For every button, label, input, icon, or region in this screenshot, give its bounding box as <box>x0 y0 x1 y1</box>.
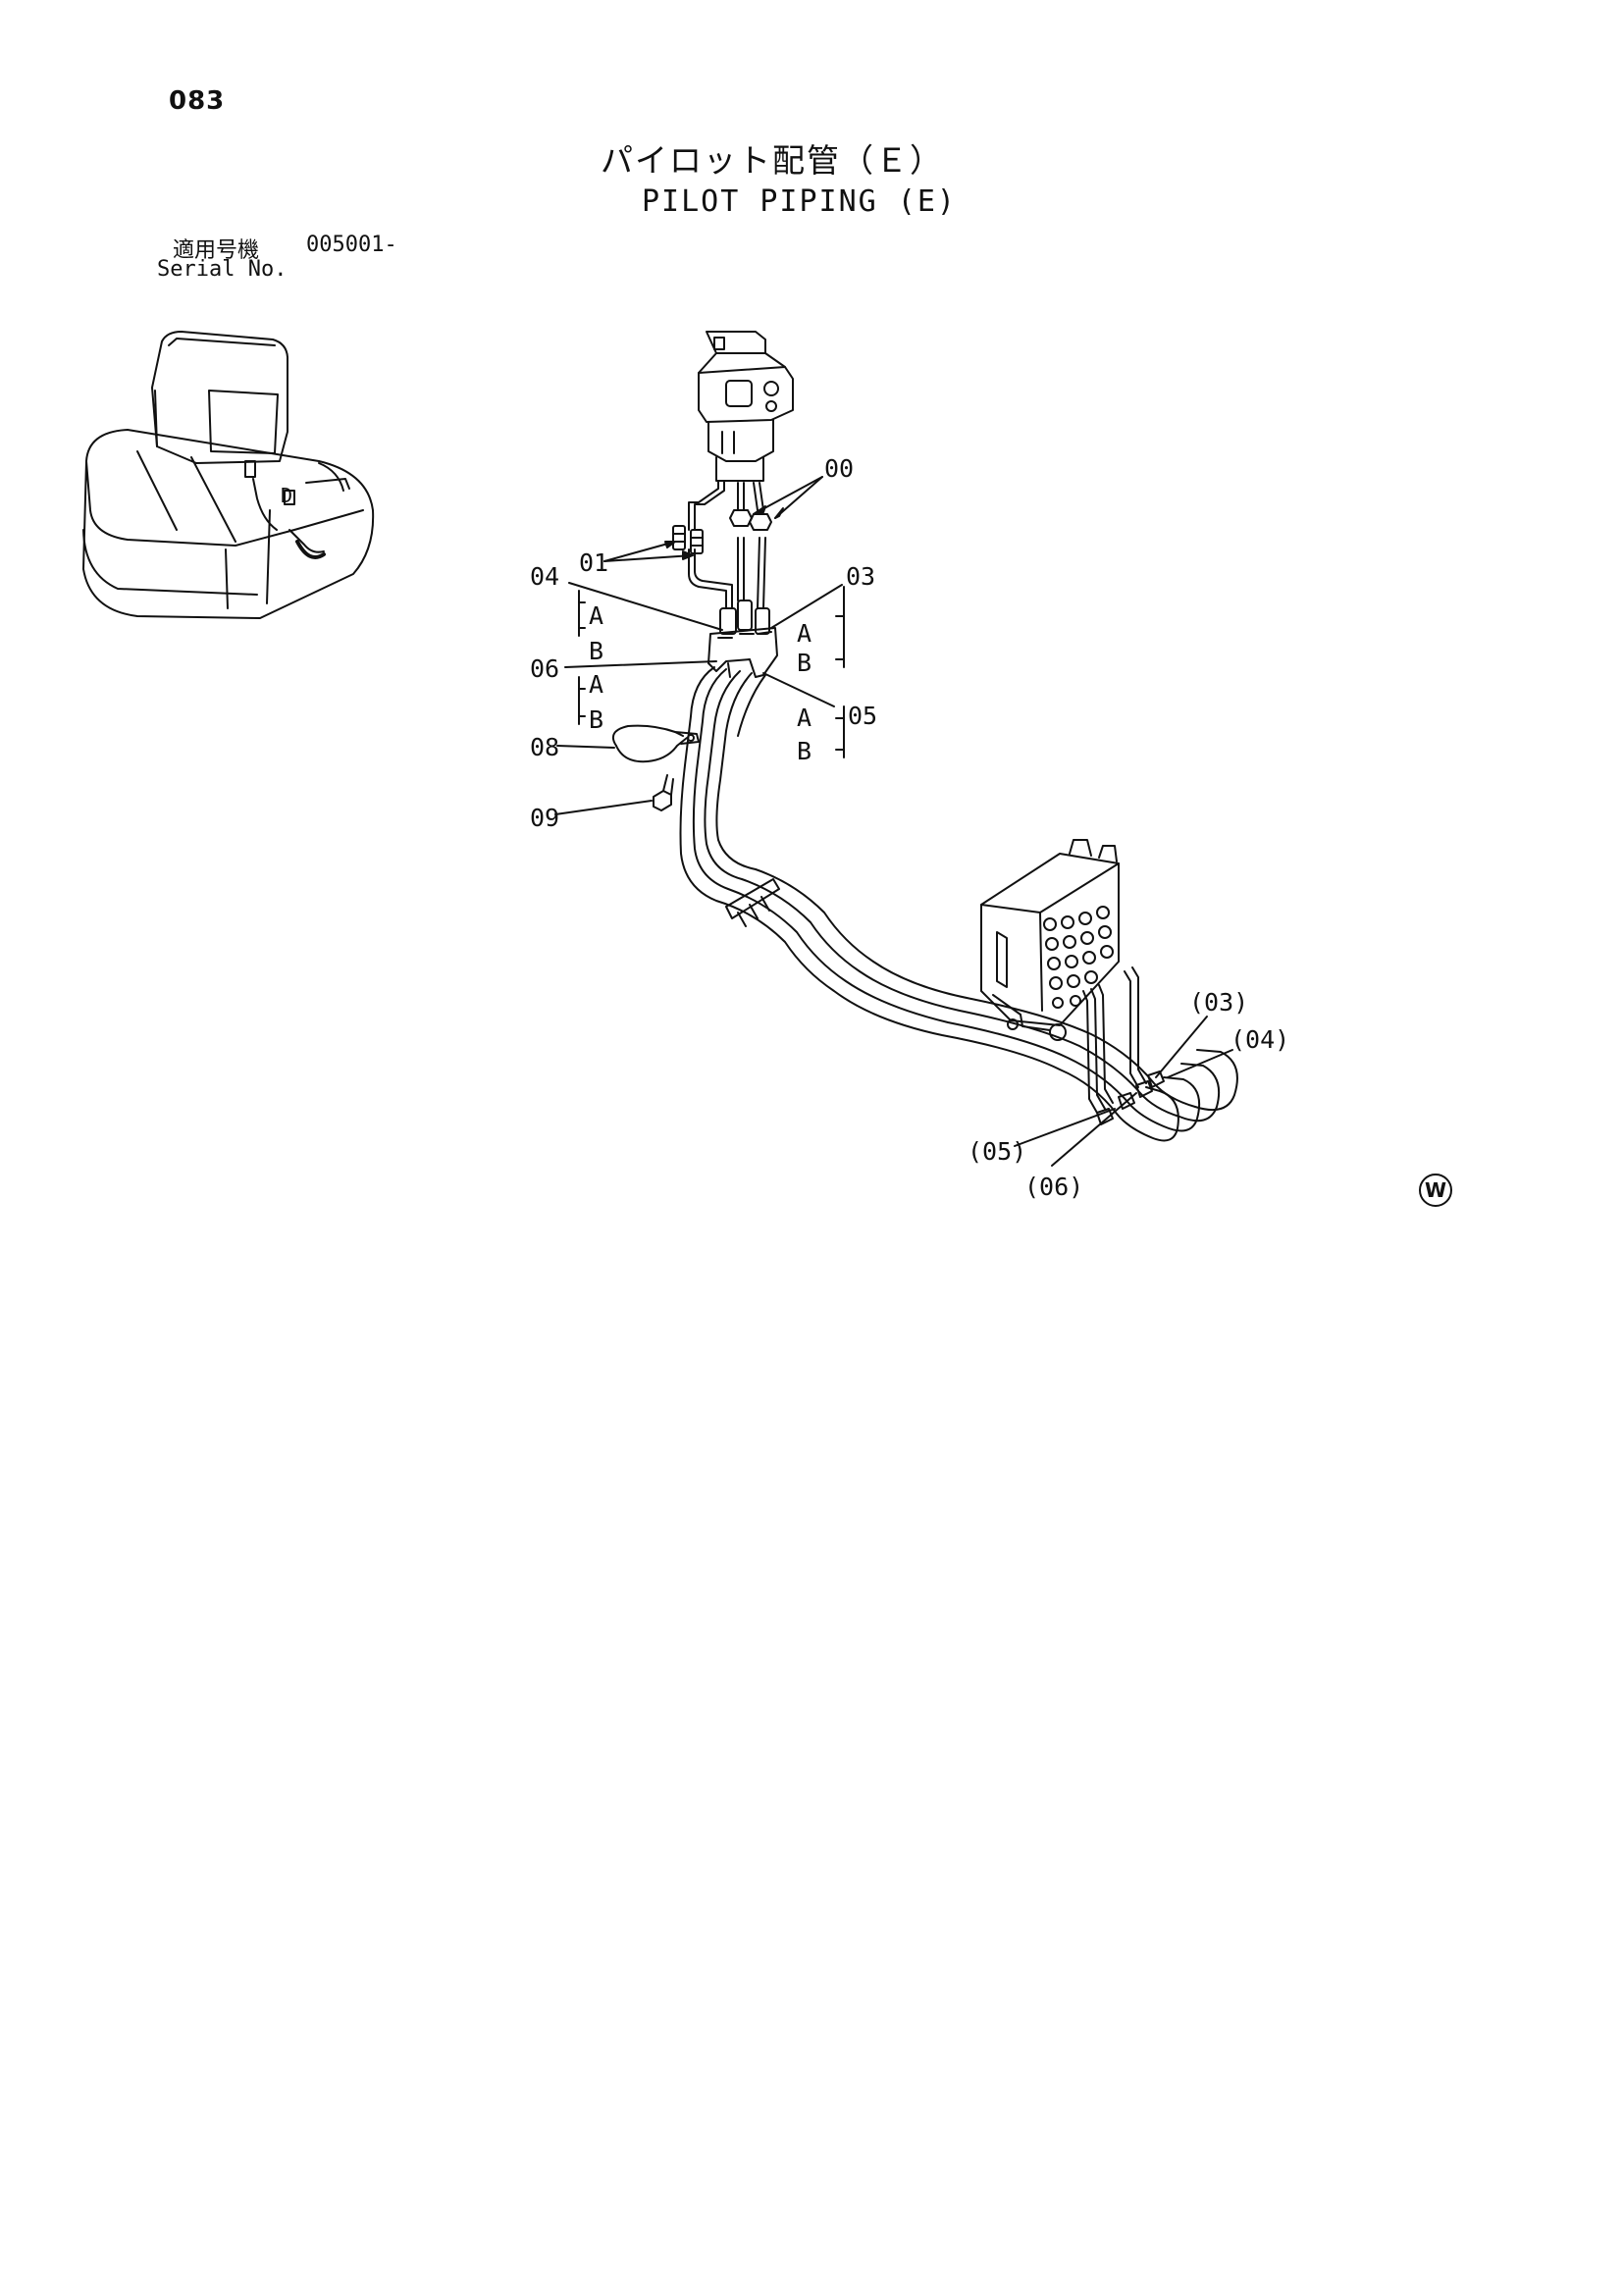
control-valve-pipes <box>1082 966 1165 1125</box>
fitting-00-pair <box>729 509 772 531</box>
sub-label-b: B <box>589 637 603 665</box>
hose-fitting-block <box>707 600 778 678</box>
sub-label-a: A <box>797 619 812 648</box>
locator-label: D <box>281 484 292 507</box>
sub-label-b: B <box>797 737 812 765</box>
ab-brackets <box>578 586 845 758</box>
page-title-english: PILOT PIPING (E) <box>642 184 957 219</box>
hose-clamp <box>612 724 700 763</box>
callout-03-ref: (03) <box>1189 988 1248 1017</box>
sub-label-a: A <box>589 601 603 630</box>
page-title-japanese: パイロット配管（Ｅ） <box>601 141 944 180</box>
pilot-pipes-upper <box>688 480 766 609</box>
serial-label-japanese: 適用号機 <box>173 238 260 263</box>
pilot-valve <box>698 331 794 482</box>
sub-label-a: A <box>797 704 812 732</box>
serial-label-english: Serial No. <box>157 257 288 282</box>
callout-06: 06 <box>530 654 559 683</box>
machine-locator-drawing <box>82 331 375 619</box>
fitting-01-pair <box>672 525 704 554</box>
sub-label-b: B <box>589 705 603 734</box>
callout-06-ref: (06) <box>1024 1173 1083 1201</box>
stamp-mark: W <box>1419 1174 1452 1207</box>
serial-number-value: 005001- <box>306 233 397 257</box>
callout-05: 05 <box>848 702 877 730</box>
callout-04-ref: (04) <box>1230 1025 1289 1054</box>
control-valve <box>980 839 1120 1041</box>
callout-09: 09 <box>530 804 559 832</box>
callout-04: 04 <box>530 562 559 591</box>
leader-lines <box>554 476 1233 1167</box>
page-number: 083 <box>169 86 226 116</box>
callout-01: 01 <box>579 548 608 577</box>
sub-label-b: B <box>797 649 812 677</box>
sub-label-a: A <box>589 670 603 699</box>
callout-03: 03 <box>846 562 875 591</box>
callout-00: 00 <box>824 454 854 483</box>
callout-05-ref: (05) <box>968 1137 1026 1166</box>
clamp-bolt <box>653 774 674 811</box>
pilot-hose-bundle <box>679 666 1238 1142</box>
callout-08: 08 <box>530 733 559 761</box>
